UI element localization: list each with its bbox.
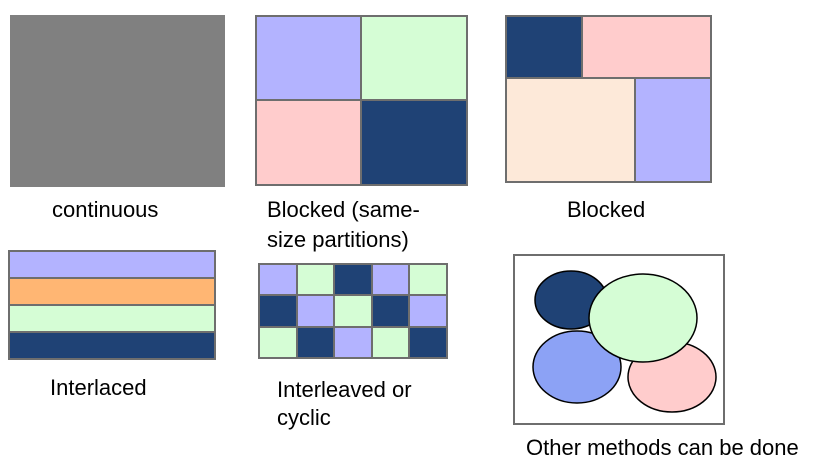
blocked-same-size-diagram [255, 15, 468, 186]
continuous-block [10, 15, 225, 187]
blocked-same-label-line1: Blocked (same- [267, 197, 420, 222]
partition-top-right [362, 17, 466, 101]
interlaced-diagram [8, 250, 216, 360]
interlaced-label: Interlaced [50, 375, 147, 400]
stripe-mint [8, 304, 216, 333]
blocked-diagram [505, 15, 712, 183]
partition-bottom-right [362, 101, 466, 184]
interleaved-label-line2: cyclic [277, 405, 331, 430]
ellipse-blue [532, 330, 622, 404]
cyclic-diagram [258, 263, 448, 359]
cyclic-cell [370, 325, 411, 359]
partition-top-left [257, 17, 362, 101]
ellipse-mint [588, 273, 698, 363]
partition-lavender [634, 77, 712, 183]
blocked-label: Blocked [567, 197, 646, 222]
blocked-same-label-line2: size partitions) [267, 227, 409, 252]
cyclic-cell [408, 325, 448, 359]
stripe-navy [8, 331, 216, 360]
cyclic-cell [370, 263, 411, 297]
interleaved-label-line1: Interleaved or [277, 377, 412, 402]
partition-bottom-left [257, 101, 362, 184]
partition-peach [505, 77, 636, 183]
continuous-label: continuous [52, 197, 159, 222]
other-methods-label: Other methods can be done [526, 435, 799, 460]
